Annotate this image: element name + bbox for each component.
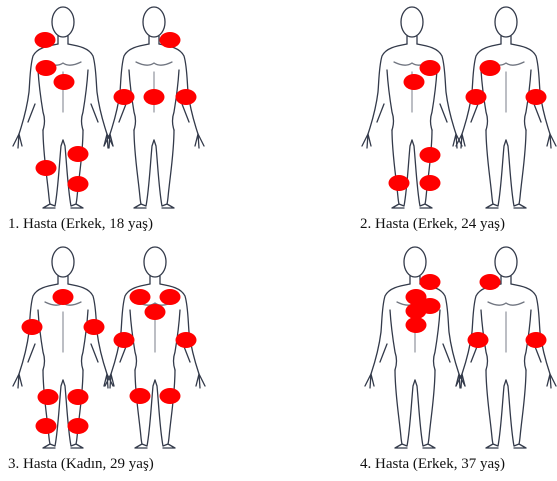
pain-marker-front-right-shoulder <box>35 32 56 48</box>
pain-marker-front-right-lower-leg <box>36 418 57 434</box>
body-diagram-4 <box>278 240 557 454</box>
pain-marker-front-abdomen <box>406 317 427 333</box>
pain-marker-back-left-forearm <box>114 332 135 348</box>
pain-marker-front-left-knee <box>420 147 441 163</box>
back-body-outline <box>104 7 204 208</box>
pain-marker-front-chest <box>53 289 74 305</box>
patient-caption: 1. Hasta (Erkek, 18 yaş) <box>8 216 153 233</box>
pain-marker-back-right-thigh <box>160 388 181 404</box>
pain-marker-back-left-forearm <box>114 89 135 105</box>
pain-marker-front-chest-right <box>404 74 425 90</box>
front-body-outline <box>13 7 113 208</box>
pain-marker-back-lower-back <box>144 89 165 105</box>
front-body-outline <box>365 247 465 448</box>
pain-marker-front-left-abdomen <box>54 74 75 90</box>
body-diagram-3 <box>0 240 278 454</box>
pain-marker-front-left-lower-leg <box>68 418 89 434</box>
pain-marker-back-left-thigh <box>130 388 151 404</box>
pain-marker-back-right-shoulder <box>160 289 181 305</box>
pain-marker-front-right-upper-arm <box>36 60 57 76</box>
pain-markers <box>406 274 547 348</box>
back-body-outline <box>456 247 556 448</box>
front-body-outline <box>362 7 462 208</box>
back-body-outline <box>105 247 205 448</box>
patient-caption: 2. Hasta (Erkek, 24 yaş) <box>360 216 505 233</box>
pain-marker-front-right-thigh <box>38 389 59 405</box>
body-diagram-2 <box>278 0 557 214</box>
pain-marker-front-upper-abdomen <box>406 303 427 319</box>
pain-marker-back-right-forearm <box>176 89 197 105</box>
pain-marker-back-left-upper-back <box>480 60 501 76</box>
pain-marker-front-left-upper-arm <box>84 319 105 335</box>
pain-markers <box>22 289 197 434</box>
back-body-outline <box>456 7 556 208</box>
pain-marker-front-right-upper-arm <box>22 319 43 335</box>
pain-marker-back-right-forearm <box>526 332 547 348</box>
pain-marker-back-left-shoulder <box>130 289 151 305</box>
pain-marker-front-left-shoulder <box>420 60 441 76</box>
front-body-outline <box>13 247 113 448</box>
pain-marker-front-left-knee <box>68 146 89 162</box>
body-diagram-1 <box>0 0 278 214</box>
pain-marker-back-right-shoulder <box>160 32 181 48</box>
pain-marker-back-left-forearm <box>468 332 489 348</box>
pain-marker-front-right-lower-leg <box>389 175 410 191</box>
patient-caption: 3. Hasta (Kadın, 29 yaş) <box>8 456 154 473</box>
pain-marker-back-right-forearm <box>526 89 547 105</box>
patient-panel-1: 1. Hasta (Erkek, 18 yaş) <box>0 0 278 240</box>
patient-caption: 4. Hasta (Erkek, 37 yaş) <box>360 456 505 473</box>
pain-marker-front-left-lower-leg <box>68 176 89 192</box>
pain-marker-back-left-forearm <box>466 89 487 105</box>
pain-marker-back-right-shoulder <box>480 274 501 290</box>
patient-panel-3: 3. Hasta (Kadın, 29 yaş) <box>0 240 278 480</box>
pain-marker-front-left-shoulder <box>420 274 441 290</box>
patient-panel-4: 4. Hasta (Erkek, 37 yaş) <box>278 240 556 480</box>
pain-marker-back-upper-back <box>145 304 166 320</box>
pain-marker-front-left-lower-leg <box>420 175 441 191</box>
pain-marker-front-right-lower-leg <box>36 160 57 176</box>
patient-panel-2: 2. Hasta (Erkek, 24 yaş) <box>278 0 556 240</box>
pain-marker-back-right-forearm <box>176 332 197 348</box>
pain-marker-front-left-thigh <box>68 389 89 405</box>
